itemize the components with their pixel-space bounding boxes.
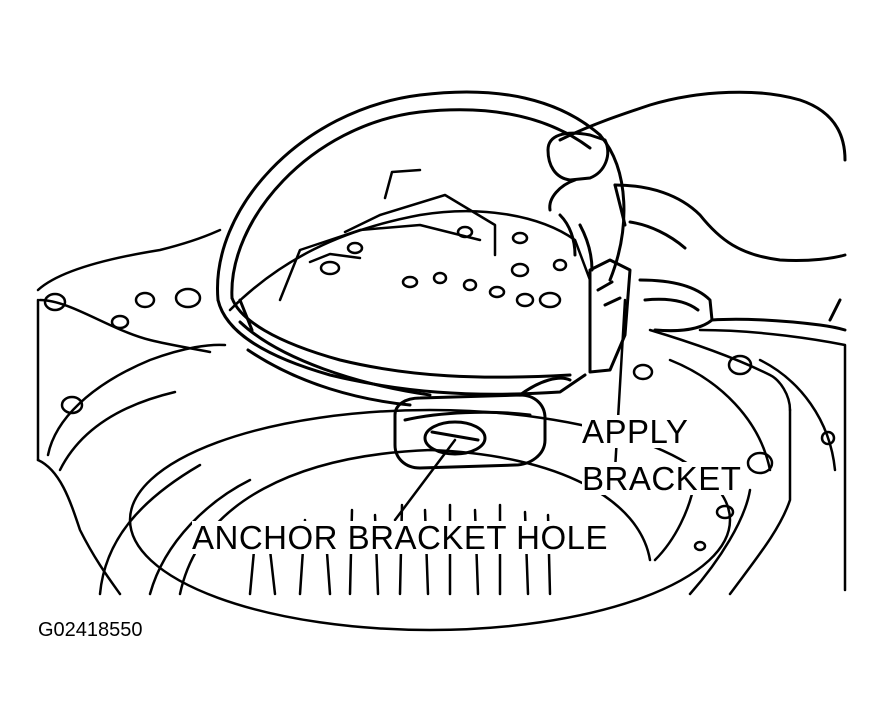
figure-code: G02418550 <box>38 619 143 641</box>
brake-band <box>216 90 626 407</box>
case-right-edge <box>698 328 847 592</box>
apply-bracket <box>588 258 632 374</box>
valve-plate <box>228 168 592 312</box>
anchor-bracket <box>393 376 572 470</box>
apply-bracket-label-line1: APPLY <box>582 413 689 450</box>
flange-bolt-holes <box>43 287 836 552</box>
hand-holding-band <box>546 90 847 333</box>
anchor-bracket-hole-label: ANCHOR BRACKET HOLE <box>192 519 608 556</box>
apply-bracket-label-line2: BRACKET <box>582 460 742 497</box>
